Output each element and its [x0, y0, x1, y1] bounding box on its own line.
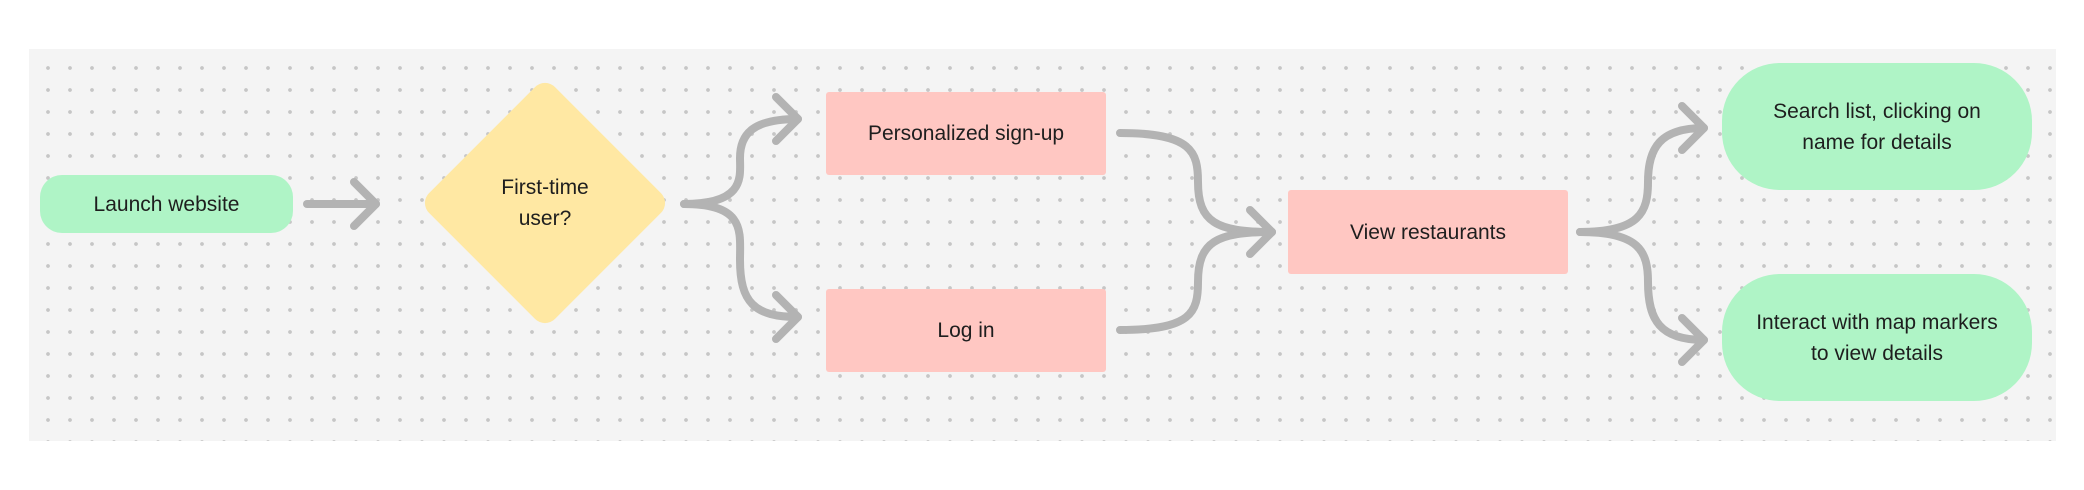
node-log-in-label: Log in: [937, 319, 995, 342]
node-log-in[interactable]: Log in: [826, 289, 1106, 372]
node-search-list-label: Search list, clicking on name for detail…: [1773, 99, 1981, 154]
node-view-restaurants-label: View restaurants: [1349, 220, 1507, 244]
node-personalized-sign-up[interactable]: Personalized sign-up: [826, 92, 1106, 175]
node-launch-website-label: Launch website: [93, 192, 240, 216]
node-launch-website[interactable]: Launch website: [40, 175, 293, 233]
node-first-time-user-label: First-time user?: [501, 176, 589, 230]
node-interact-with-map[interactable]: Interact with map markers to view detail…: [1722, 274, 2032, 401]
node-first-time-user[interactable]: First-time user?: [418, 76, 672, 330]
node-search-list[interactable]: Search list, clicking on name for detail…: [1722, 63, 2032, 190]
node-personalized-sign-up-label: Personalized sign-up: [867, 122, 1065, 145]
node-interact-with-map-label: Interact with map markers to view detail…: [1756, 310, 1998, 365]
node-view-restaurants[interactable]: View restaurants: [1288, 190, 1568, 274]
